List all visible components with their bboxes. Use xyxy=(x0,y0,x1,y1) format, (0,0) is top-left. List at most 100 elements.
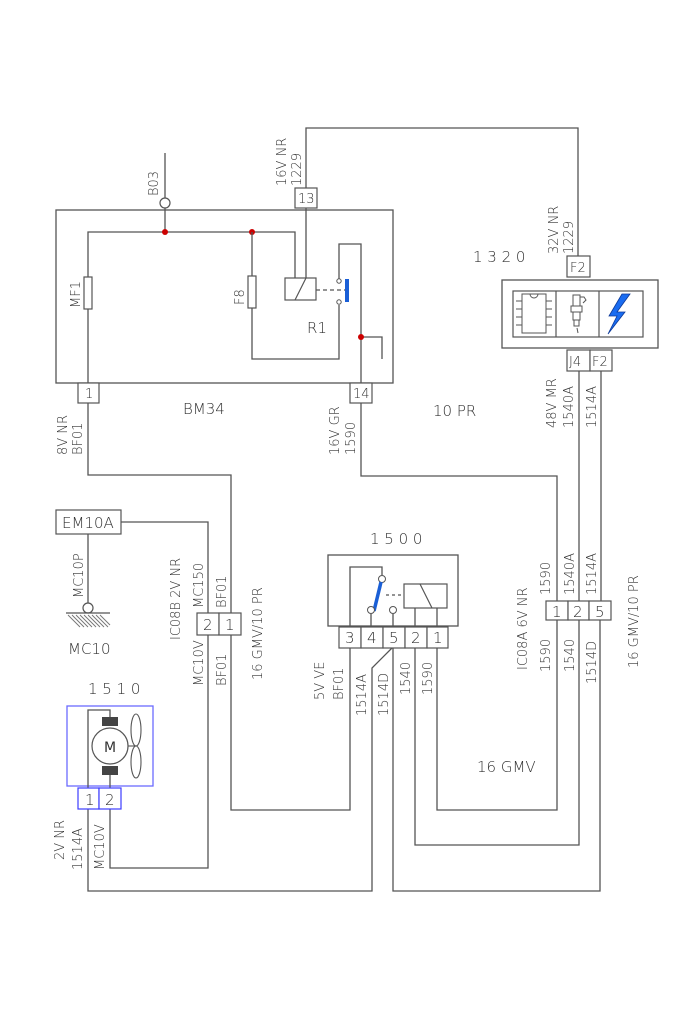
wire-label: 1590 xyxy=(421,662,436,695)
wire-label: 1514A xyxy=(71,828,86,870)
chip-icon xyxy=(516,293,552,334)
wire-label: 1540A xyxy=(563,553,578,595)
wire-label: 1514A xyxy=(585,553,600,595)
wire-label: BF01 xyxy=(215,575,230,608)
bm34-label: BM34 xyxy=(183,400,225,418)
ecu-pin-j4-label: J4 xyxy=(569,355,581,370)
wire-1590-b xyxy=(436,620,558,811)
bm34-module: BM34 B03 MF1 F8 R1 13 1 xyxy=(55,153,394,418)
motor-brush xyxy=(102,766,118,775)
fuse-mf1-label: MF1 xyxy=(69,281,84,308)
ground-terminal xyxy=(82,602,94,614)
wire-label: MC150 xyxy=(192,563,207,608)
harness-label: 10 PR xyxy=(433,402,476,420)
wire-mc150 xyxy=(121,521,209,613)
wire-label: MC10V xyxy=(93,824,108,870)
wire-label: BF01 xyxy=(215,653,230,686)
fuse-f8-label: F8 xyxy=(233,289,248,305)
fuse-f8 xyxy=(247,275,257,309)
wire-bf01 xyxy=(87,403,232,613)
wire-label: 1590 xyxy=(539,639,554,672)
relay-1500-pin-label: 1 xyxy=(433,629,443,647)
ic08b-label: IC08B 2V NR xyxy=(169,558,184,640)
relay-1500-wire xyxy=(349,566,383,626)
relay-1500-pin-label: 2 xyxy=(411,629,421,647)
ic08b-pin-label: 1 xyxy=(225,616,235,634)
ecu-pin-f2-bottom-label: F2 xyxy=(592,355,608,370)
ground-wire-label: MC10P xyxy=(72,553,87,598)
ground-label: MC10 xyxy=(68,640,111,658)
fan-pin-label: 2 xyxy=(105,791,115,809)
ic08a-pin-label: 5 xyxy=(595,603,605,621)
b03-terminal xyxy=(159,197,171,209)
wire-label: 1514A xyxy=(355,674,370,716)
wire-label: MC10V xyxy=(192,640,207,686)
wire-1590 xyxy=(360,403,558,601)
em10a-box xyxy=(55,509,122,535)
lightning-icon xyxy=(607,293,631,335)
wire-label: 1514D xyxy=(377,673,392,716)
relay-contact xyxy=(367,606,375,614)
wire-label: 1590 xyxy=(539,562,554,595)
em10a-ground: EM10A MC10P MC10 xyxy=(55,509,209,658)
wire-label: 1229 xyxy=(562,221,577,254)
relay-1500-pin-label: 3 xyxy=(345,629,355,647)
ecu-1320: 1 3 2 0 F2 J4 F2 xyxy=(473,248,659,372)
wire-1229 xyxy=(305,127,579,256)
relay-r1-switch-blade xyxy=(345,279,349,302)
wire-label: 48V MR xyxy=(545,378,560,428)
relay-1500-switch-blade xyxy=(372,581,383,612)
bm34-pin-14-label: 14 xyxy=(353,387,370,402)
wire-bf01-1500 xyxy=(230,635,351,811)
fan-pin-2 xyxy=(98,787,122,810)
bm34-box xyxy=(55,209,394,384)
relay-1500-label: 1 5 0 0 xyxy=(370,530,422,548)
wire-label: 2V NR xyxy=(53,820,68,860)
ic08a-connector: 1 2 5 IC08A 6V NR 1590 1540A 1514A 1590 … xyxy=(516,553,642,684)
junction-dot xyxy=(358,334,364,340)
wire-1514d xyxy=(392,620,601,892)
ecu-1320-label: 1 3 2 0 xyxy=(473,248,525,266)
wire-label: 8V NR xyxy=(56,415,71,455)
relay-r1-contact-wire xyxy=(338,243,362,392)
relay-r1-coil-slash xyxy=(294,277,307,301)
fuse-mf1 xyxy=(83,276,93,310)
injector-icon xyxy=(570,294,587,334)
wire-mc10v xyxy=(109,635,209,869)
b03-label: B03 xyxy=(147,171,162,196)
wire-label: 5V VE xyxy=(313,662,328,700)
relay-1500: 1 5 0 0 3 4 5 2 1 5V VE BF01 1514A 1514D… xyxy=(313,530,459,716)
wire-1514a-fan xyxy=(87,647,393,892)
wire-label: 16V NR xyxy=(275,138,290,186)
harness-label: 16 GMV xyxy=(477,758,536,776)
wire-label: BF01 xyxy=(71,422,86,455)
motor-letter: M xyxy=(104,740,116,756)
ic08a-label: IC08A 6V NR xyxy=(516,587,531,670)
ic08b-pin-label: 2 xyxy=(203,616,213,634)
relay-contact xyxy=(378,575,386,583)
em10a-label: EM10A xyxy=(62,514,114,532)
wire-label: 1514A xyxy=(585,386,600,428)
relay-r1-label: R1 xyxy=(307,319,327,337)
ecu-pin-f2-top-label: F2 xyxy=(570,261,586,276)
relay-contact xyxy=(336,299,342,305)
wire-label: 1514D xyxy=(585,641,600,684)
relay-contact xyxy=(389,606,397,614)
motor-brush xyxy=(102,717,118,726)
ecu-pin-f2-top xyxy=(566,255,591,278)
junction-dot xyxy=(162,229,168,235)
ic08a-pin xyxy=(588,600,612,621)
relay-1500-pin-label: 4 xyxy=(367,629,377,647)
wire-label: 1540 xyxy=(399,662,414,695)
r1-stub-wire xyxy=(361,336,383,359)
wire-label: 1540 xyxy=(563,639,578,672)
relay-1500-pin-label: 5 xyxy=(389,629,399,647)
wire-label: 1590 xyxy=(344,422,359,455)
wire-label: BF01 xyxy=(332,667,347,700)
fan-1510-label: 1 5 1 0 xyxy=(88,680,140,698)
relay-contact xyxy=(336,278,342,284)
wire-label: 16V GR xyxy=(328,406,343,455)
bm34-pin-13-label: 13 xyxy=(298,192,315,207)
ic08b-pin-1 xyxy=(218,612,242,636)
